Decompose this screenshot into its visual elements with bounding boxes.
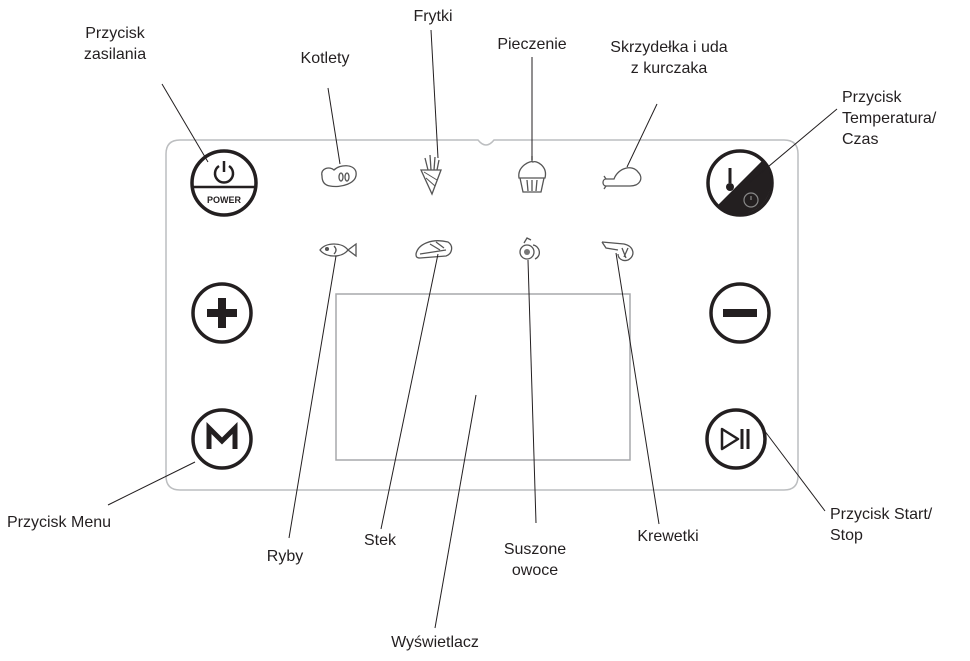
label-temp-line1: Przycisk (842, 89, 902, 106)
label-menu: Przycisk Menu (7, 514, 112, 531)
dried-fruit-icon[interactable] (519, 237, 540, 260)
label-power-line1: Przycisk (85, 25, 145, 42)
label-start-stop-line2: Stop (830, 527, 863, 544)
panel-outline (165, 139, 799, 491)
fries-icon[interactable] (419, 154, 442, 196)
label-dried-fruit-line2: owoce (511, 562, 559, 579)
start-stop-button[interactable] (705, 408, 767, 470)
temperature-time-icon (726, 168, 759, 208)
play-pause-icon (720, 427, 750, 451)
label-shrimp: Krewetki (637, 528, 699, 545)
cupcake-icon[interactable] (518, 156, 547, 193)
power-icon (213, 161, 235, 184)
label-wings-line2: z kurczaka (630, 60, 708, 77)
label-baking: Pieczenie (497, 36, 567, 53)
plus-button[interactable] (191, 282, 253, 344)
label-dried-fruit-line1: Suszone (503, 541, 567, 558)
label-start-stop: Przycisk Start/ Stop (830, 504, 965, 546)
menu-button[interactable] (191, 408, 253, 470)
label-display: Wyświetlacz (391, 634, 479, 651)
leader-lines (107, 29, 838, 629)
label-power-line2: zasilania (83, 46, 147, 63)
shrimp-icon[interactable] (601, 241, 634, 262)
power-button[interactable]: POWER (190, 149, 258, 217)
label-temp-line2: Temperatura/ (842, 110, 937, 127)
label-fries: Frytki (413, 8, 453, 25)
label-temp-line3: Czas (842, 131, 879, 148)
label-temperature-time: Przycisk Temperatura/ Czas (842, 87, 967, 150)
steak-icon[interactable] (415, 240, 453, 259)
fish-icon[interactable] (319, 242, 357, 258)
label-power-button: Przycisk zasilania (60, 23, 170, 65)
temperature-time-button[interactable] (706, 149, 774, 217)
plus-icon (207, 298, 237, 328)
label-dried-fruit: Suszone owoce (490, 539, 580, 581)
label-steak: Stek (363, 532, 396, 549)
cutlet-icon[interactable] (321, 165, 357, 188)
power-button-text: POWER (207, 195, 242, 205)
minus-button[interactable] (709, 282, 771, 344)
minus-icon (723, 309, 757, 317)
label-start-stop-line1: Przycisk Start/ (830, 506, 933, 523)
label-wings-line1: Skrzydełka i uda (610, 39, 728, 56)
label-cutlets: Kotlety (300, 50, 350, 67)
label-fish: Ryby (266, 548, 304, 565)
label-wings: Skrzydełka i uda z kurczaka (584, 37, 754, 79)
display-window (335, 293, 631, 461)
menu-m-icon (206, 421, 238, 449)
chicken-leg-icon[interactable] (602, 167, 642, 190)
